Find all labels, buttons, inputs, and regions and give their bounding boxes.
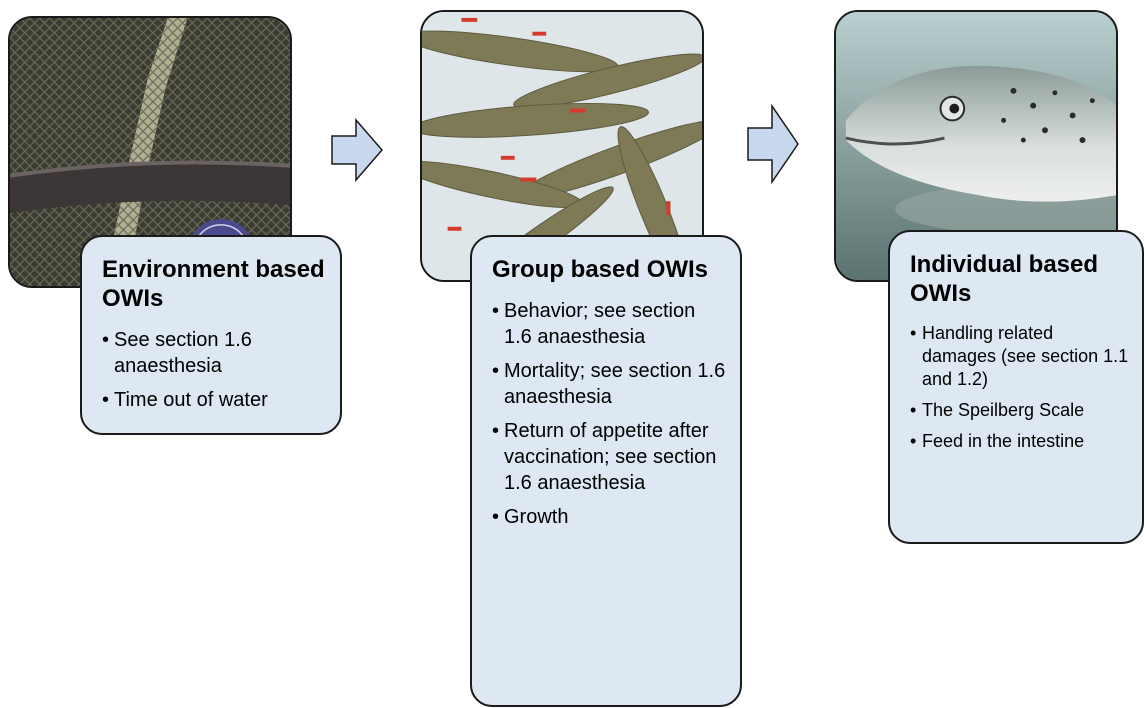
environment-owi-title: Environment based OWIs bbox=[102, 255, 328, 313]
individual-owi-list: Handling related damages (see section 1.… bbox=[910, 322, 1130, 453]
list-item: Growth bbox=[492, 504, 728, 530]
right-arrow-icon bbox=[330, 118, 384, 182]
list-item: Return of appetite after vaccination; se… bbox=[492, 418, 728, 496]
list-item: Handling related damages (see section 1.… bbox=[910, 322, 1130, 391]
right-arrow-icon bbox=[746, 104, 800, 184]
group-owi-list: Behavior; see section 1.6 anaesthesia Mo… bbox=[492, 298, 728, 530]
list-item: Time out of water bbox=[102, 387, 328, 413]
individual-owi-title: Individual based OWIs bbox=[910, 250, 1130, 308]
environment-owi-card: Environment based OWIs See section 1.6 a… bbox=[80, 235, 342, 435]
list-item: See section 1.6 anaesthesia bbox=[102, 327, 328, 379]
list-item: Behavior; see section 1.6 anaesthesia bbox=[492, 298, 728, 350]
list-item: The Speilberg Scale bbox=[910, 399, 1130, 422]
group-owi-card: Group based OWIs Behavior; see section 1… bbox=[470, 235, 742, 707]
environment-owi-list: See section 1.6 anaesthesia Time out of … bbox=[102, 327, 328, 413]
list-item: Mortality; see section 1.6 anaesthesia bbox=[492, 358, 728, 410]
list-item: Feed in the intestine bbox=[910, 430, 1130, 453]
individual-owi-card: Individual based OWIs Handling related d… bbox=[888, 230, 1144, 544]
group-owi-title: Group based OWIs bbox=[492, 255, 728, 284]
